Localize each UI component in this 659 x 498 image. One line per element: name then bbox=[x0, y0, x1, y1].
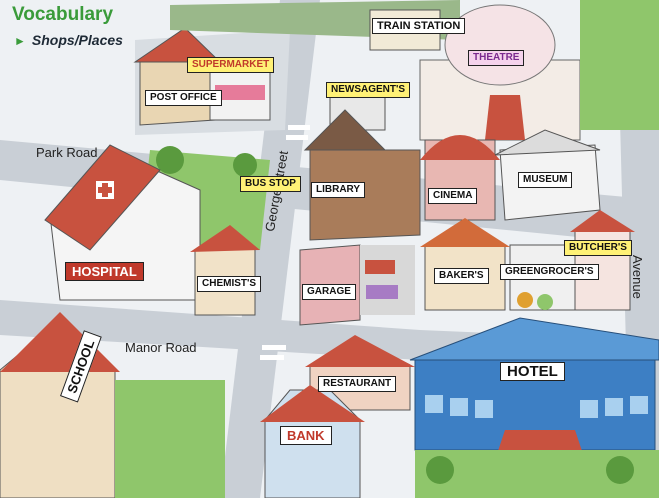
sign-bus-stop: BUS STOP bbox=[240, 176, 301, 192]
road-label-avenue: Avenue bbox=[630, 255, 645, 299]
sign-library: LIBRARY bbox=[311, 182, 366, 198]
sign-train-station: TRAIN STATION bbox=[372, 18, 466, 34]
sign-post-office: POST OFFICE bbox=[145, 90, 222, 106]
sign-bank: BANK bbox=[280, 426, 332, 445]
section-subtitle: ► Shops/Places bbox=[14, 32, 123, 48]
page-title: Vocabulary bbox=[12, 4, 114, 25]
sign-greengrocers: GREENGROCER'S bbox=[500, 264, 599, 280]
sign-supermarket: SUPERMARKET bbox=[187, 57, 275, 73]
subtitle-text: Shops/Places bbox=[31, 32, 123, 48]
sign-newsagents: NEWSAGENT'S bbox=[326, 82, 411, 98]
sign-museum: MUSEUM bbox=[518, 172, 573, 188]
sign-theatre: THEATRE bbox=[468, 50, 525, 66]
sign-butchers: BUTCHER'S bbox=[564, 240, 632, 256]
sign-restaurant: RESTAURANT bbox=[318, 376, 397, 392]
road-label-manor-road: Manor Road bbox=[125, 340, 197, 355]
crossings bbox=[260, 125, 310, 360]
sign-bakers: BAKER'S bbox=[434, 268, 489, 284]
road-label-park-road: Park Road bbox=[36, 145, 98, 160]
sign-hotel: HOTEL bbox=[500, 362, 565, 381]
sign-chemists: CHEMIST'S bbox=[197, 276, 262, 292]
play-arrow-icon: ► bbox=[14, 34, 26, 48]
george-street-surface bbox=[220, 0, 320, 498]
sign-garage: GARAGE bbox=[302, 284, 356, 300]
sign-hospital: HOSPITAL bbox=[65, 262, 144, 281]
sign-cinema: CINEMA bbox=[428, 188, 478, 204]
